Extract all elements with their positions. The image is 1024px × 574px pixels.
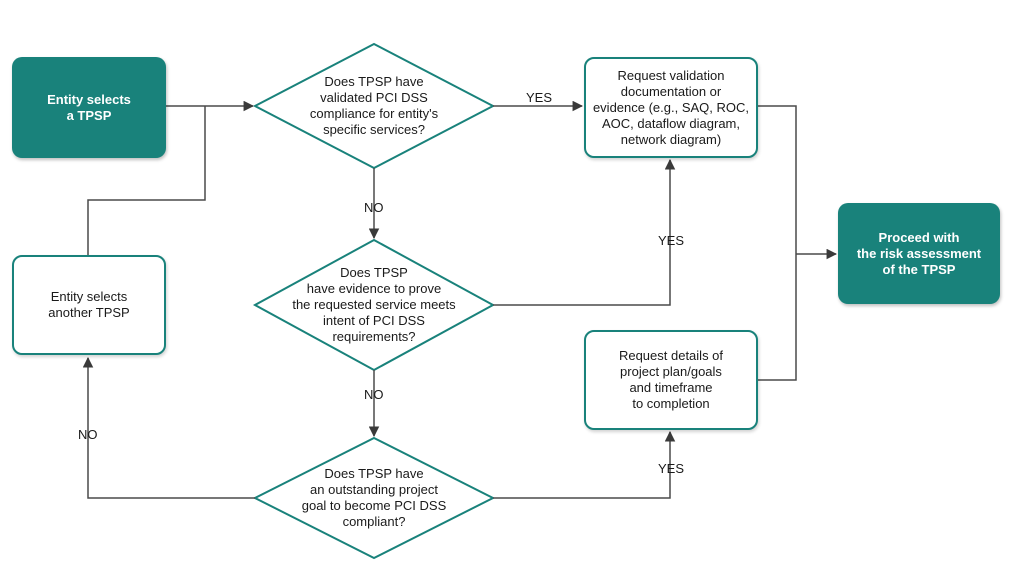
decision-text-evidence: Does TPSP have evidence to prove the req… xyxy=(292,265,456,344)
connector-outstanding-no xyxy=(82,356,255,499)
entity-selects-box: Entity selects a TPSP xyxy=(12,57,166,158)
edge-label-no-outstanding: NO xyxy=(78,427,98,442)
edge-label-yes-evidence: YES xyxy=(658,233,685,248)
edge-label-yes-outstanding: YES xyxy=(658,461,685,476)
edge-label-no-validated: NO xyxy=(364,200,384,215)
edge-label-yes-validated: YES xyxy=(526,90,553,105)
decision-diamond-outstanding xyxy=(252,436,496,560)
connector-outstanding-yes xyxy=(493,430,676,499)
request-details-box: Request details of project plan/goals an… xyxy=(584,330,758,430)
connector-validation-to-merge xyxy=(758,105,797,381)
entity-selects-another-box: Entity selects another TPSP xyxy=(12,255,166,355)
connector-evidence-yes xyxy=(493,158,676,306)
decision-text-outstanding: Does TPSP have an outstanding project go… xyxy=(301,466,447,529)
decision-text-validated: Does TPSP have validated PCI DSS complia… xyxy=(309,74,439,137)
edge-label-no-evidence: NO xyxy=(364,387,384,402)
connector-another-to-validated xyxy=(87,106,206,255)
request-validation-box: Request validation documentation or evid… xyxy=(584,57,758,158)
proceed-box: Proceed with the risk assessment of the … xyxy=(838,203,1000,304)
